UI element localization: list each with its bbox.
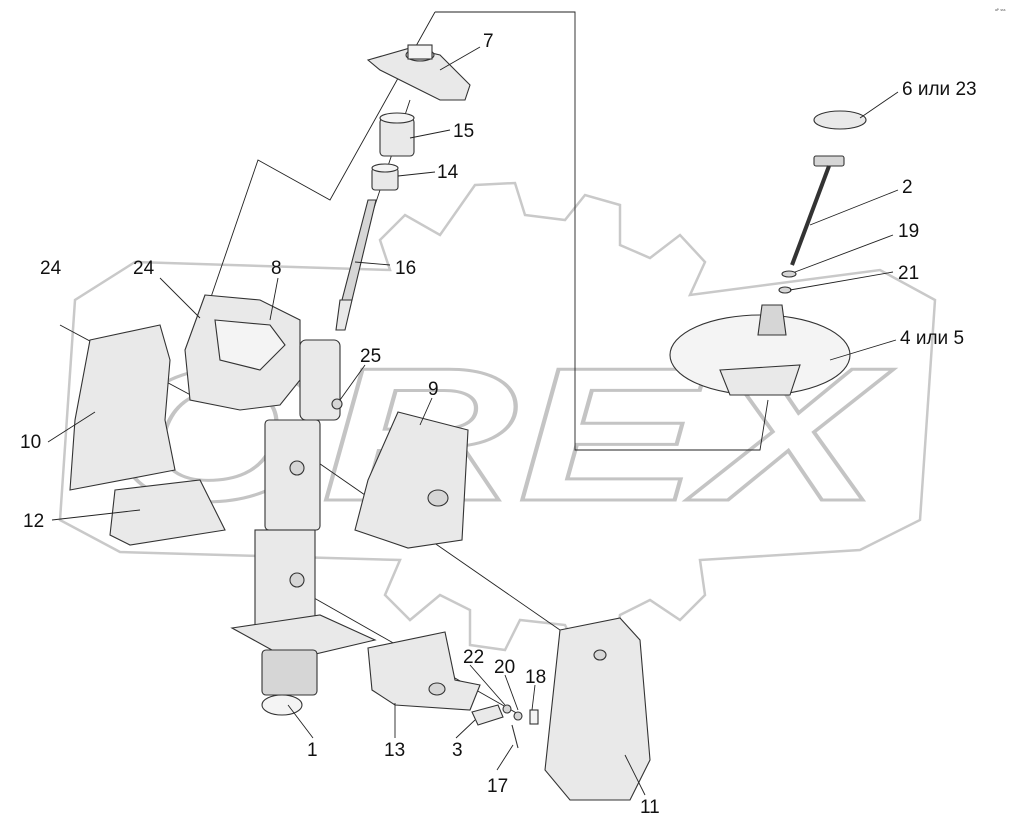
callout-18: 18 [525,667,546,688]
part-2-long-bolt [790,155,845,266]
callout-17: 17 [487,776,508,797]
callout-24-left: 24 [40,258,62,279]
callout-6-or-23: 6 или 23 [902,79,977,100]
part-19-washer [781,270,797,278]
part-6-cap [813,110,867,130]
callout-15: 15 [453,121,474,142]
callout-13: 13 [384,740,405,761]
callouts: 7 15 14 16 8 24 24 25 9 10 12 1 13 3 17 … [20,31,977,818]
part-21-washer [778,286,792,294]
small-fasteners [471,704,539,749]
part-16-shaft [335,199,377,331]
part-3-pin [471,704,504,726]
part-13-lower-cover [367,631,481,711]
callout-21: 21 [898,263,919,284]
corner-mark: ᵃᴾ ˢˢˢ [995,8,1006,14]
callout-12: 12 [23,511,44,532]
part-8-bracket [184,294,301,411]
callout-25: 25 [360,346,381,367]
callout-1: 1 [307,740,318,761]
callout-20: 20 [494,657,515,678]
part-11-large-cover [544,617,651,801]
part-15-bushing [379,112,415,157]
watermark-logo: OREX [58,181,937,657]
callout-19: 19 [898,221,919,242]
part-25-bolt [331,398,343,410]
callout-2: 2 [902,177,913,198]
callout-7: 7 [483,31,494,52]
part-7-top-flange [366,44,471,101]
part-14-bushing [371,163,399,191]
callout-22: 22 [463,647,484,668]
part-17-bolt [511,724,519,749]
callout-8: 8 [271,258,282,279]
callout-9: 9 [428,379,439,400]
part-9-cover [354,411,469,549]
callout-14: 14 [437,162,459,183]
callout-16: 16 [395,258,416,279]
callout-3: 3 [452,740,463,761]
part-1-steering-column [230,339,377,716]
callout-11: 11 [640,797,660,818]
part-22-washer [502,704,512,714]
part-12-lower-bracket [109,479,226,546]
part-10-side-panel [69,324,176,491]
part-20-nut [513,711,523,721]
part-18-clip [529,709,539,725]
callout-4-or-5: 4 или 5 [900,328,964,349]
part-4-steering-wheel [669,304,851,396]
callout-24-right: 24 [133,258,155,279]
callout-10: 10 [20,432,41,453]
leader-lines [47,46,899,796]
